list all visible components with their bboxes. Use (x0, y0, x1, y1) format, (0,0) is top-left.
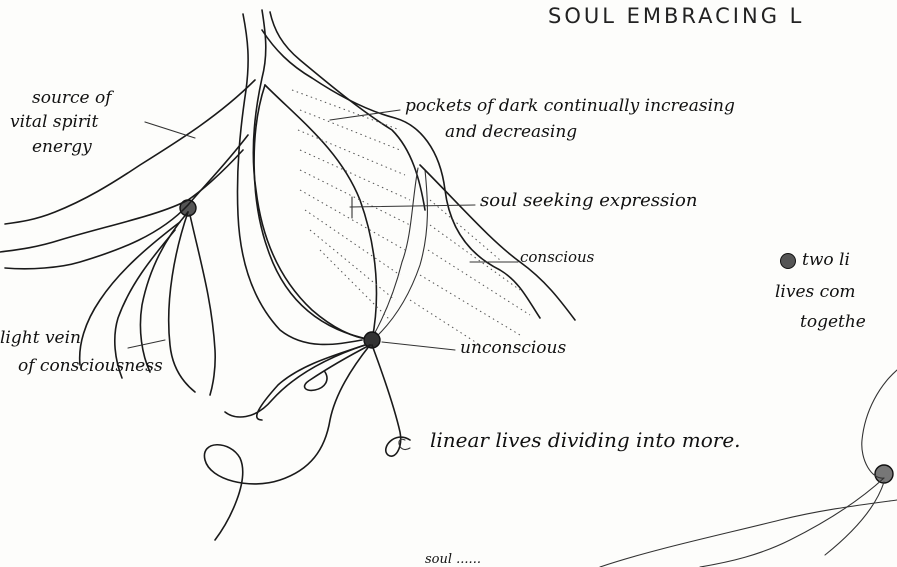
label-source-2: vital spirit (10, 112, 98, 132)
linear-life-4 (225, 345, 365, 417)
leader-unconscious (382, 342, 455, 350)
label-source-3: energy (32, 137, 92, 157)
right-loop-1 (862, 370, 897, 478)
bottom-line (600, 500, 897, 567)
label-two-lives-3: togethe (800, 312, 866, 332)
label-source-1: source of (32, 88, 112, 108)
soul-lens-right (265, 85, 376, 340)
label-two-lives-text: two li (802, 250, 850, 270)
label-two-lives-2: lives com (775, 282, 856, 302)
right-loop-3 (825, 482, 884, 555)
junction-knot-right (875, 465, 893, 483)
label-bottom: soul ...... (425, 552, 481, 567)
leader-light-vein (128, 340, 165, 348)
page-title: SOUL EMBRACING L (548, 4, 804, 28)
vein-left-7 (190, 215, 215, 395)
trunk-outer-right (262, 30, 540, 318)
label-soul: soul seeking expression (480, 190, 697, 211)
label-two-lives-1: two li (780, 250, 850, 270)
two-lives-mark-icon (780, 253, 796, 269)
vein-left-2 (0, 150, 243, 252)
linear-life-1 (204, 345, 370, 540)
right-loop-2 (700, 478, 884, 567)
conscious-boundary-outer (372, 168, 418, 338)
leader-source (145, 122, 195, 138)
trunk-inner-right (270, 12, 425, 210)
label-conscious: conscious (520, 248, 594, 266)
label-light-vein-2: of consciousness (18, 356, 163, 376)
label-pockets-1: pockets of dark continually increasing (405, 96, 735, 116)
trunk-outer-left (237, 14, 362, 344)
label-unconscious: unconscious (460, 338, 566, 358)
label-light-vein-1: light vein (0, 328, 81, 348)
vein-right-1 (420, 165, 575, 320)
label-linear-lives: linear lives dividing into more. (430, 428, 741, 452)
trunk-inner-left (253, 10, 372, 340)
soul-lens-left (254, 85, 372, 340)
vein-left-3 (169, 212, 195, 392)
label-pockets-2: and decreasing (445, 122, 577, 142)
conscious-boundary (375, 170, 427, 338)
